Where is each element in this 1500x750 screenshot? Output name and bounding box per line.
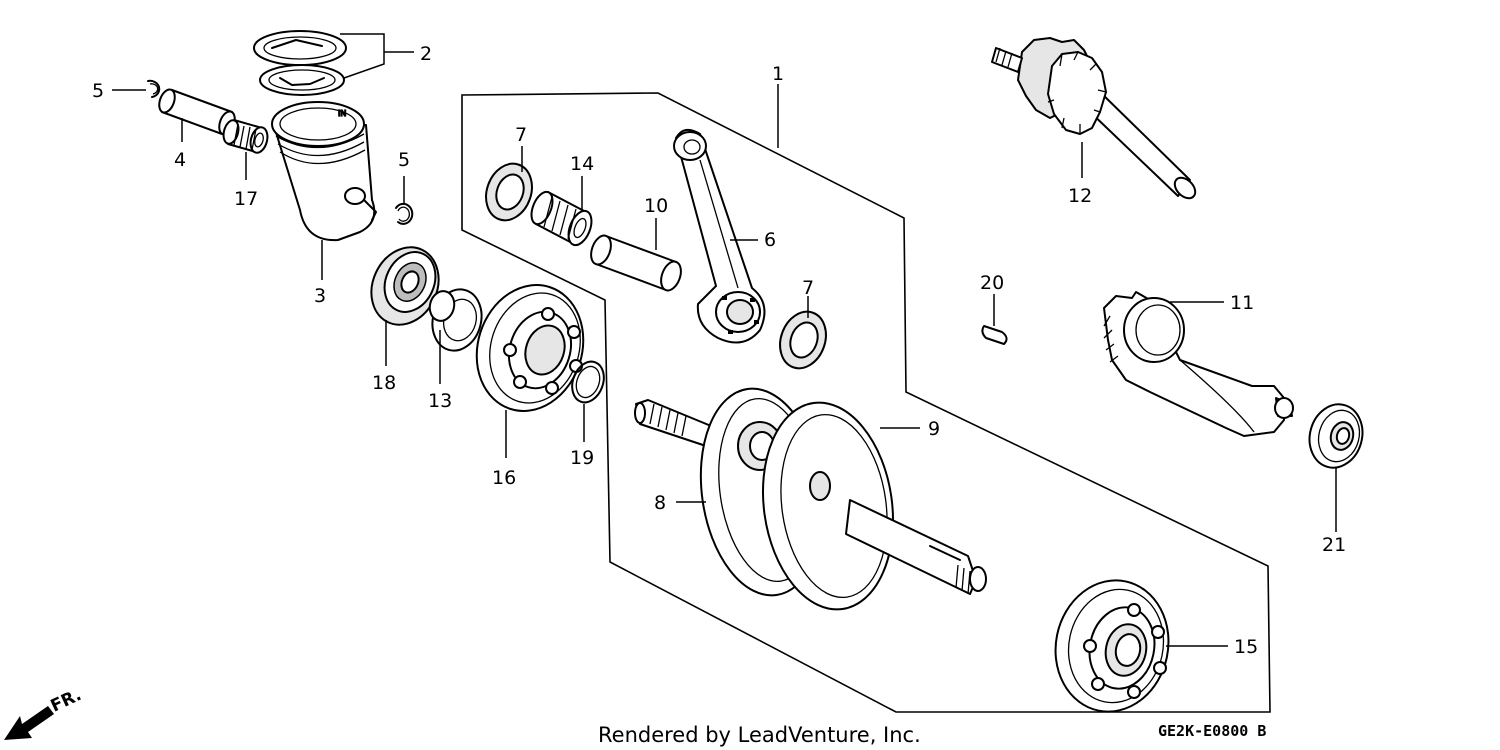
callout-21: 21	[1322, 534, 1346, 556]
thrust-washer-upper[interactable]	[478, 157, 539, 227]
balancer-shaft[interactable]	[1103, 291, 1294, 437]
piston[interactable]: IN	[271, 101, 377, 242]
main-ball-bearing-left[interactable]	[461, 271, 599, 425]
callout-11: 11	[1230, 292, 1254, 314]
callout-8: 8	[654, 492, 666, 514]
callout-10: 10	[644, 195, 668, 217]
leader-lines	[112, 33, 1337, 647]
big-end-needle-bearing[interactable]	[527, 189, 596, 249]
render-credit: Rendered by LeadVenture, Inc.	[598, 723, 921, 747]
main-ball-bearing-right[interactable]	[1044, 570, 1181, 722]
svg-text:IN: IN	[338, 109, 346, 118]
crank-pin[interactable]	[587, 233, 684, 293]
small-end-needle-bearing[interactable]	[221, 119, 270, 155]
crankshaft-right-flywheel[interactable]	[750, 394, 987, 618]
callout-18: 18	[372, 372, 396, 394]
callout-19: 19	[570, 447, 594, 469]
diagram-code: GE2K-E0800 B	[1158, 722, 1266, 740]
callout-7-upper: 7	[515, 124, 527, 146]
callout-13: 13	[428, 390, 452, 412]
piston-pin-clip-left[interactable]	[147, 79, 161, 98]
front-arrow-icon	[4, 706, 54, 740]
callout-15: 15	[1234, 636, 1258, 658]
connecting-rod[interactable]	[673, 128, 766, 344]
callout-5-right: 5	[398, 149, 410, 171]
crankshaft-assembly-outline	[461, 92, 1271, 713]
bearing-snap-ring[interactable]	[567, 357, 610, 407]
callout-2: 2	[420, 43, 432, 65]
callout-9: 9	[928, 418, 940, 440]
piston-pin-clip-right[interactable]	[395, 202, 414, 225]
front-direction-indicator: FR.	[4, 685, 85, 740]
callout-3: 3	[314, 285, 326, 307]
callout-17: 17	[234, 188, 258, 210]
thrust-washer-lower[interactable]	[772, 305, 833, 375]
woodruff-key[interactable]	[981, 325, 1008, 345]
callout-7-lower: 7	[802, 277, 814, 299]
callout-20: 20	[980, 272, 1004, 294]
gear-shaft[interactable]	[991, 37, 1199, 202]
callout-4: 4	[174, 149, 186, 171]
crankshaft-collar[interactable]	[426, 284, 488, 356]
piston-rings[interactable]	[253, 30, 347, 96]
callout-16: 16	[492, 467, 516, 489]
callout-5-left: 5	[92, 80, 104, 102]
crankshaft-oil-seal[interactable]	[359, 236, 451, 336]
callout-12: 12	[1068, 185, 1092, 207]
small-ball-bearing[interactable]	[1303, 398, 1370, 473]
callout-6: 6	[764, 229, 776, 251]
callout-14: 14	[570, 153, 594, 175]
callout-1: 1	[772, 63, 784, 85]
front-direction-label: FR.	[48, 685, 85, 716]
callout-labels: 1 2 3 4 5 5 6 7 7 8 9 10 11 12 13 14 15 …	[92, 43, 1346, 658]
